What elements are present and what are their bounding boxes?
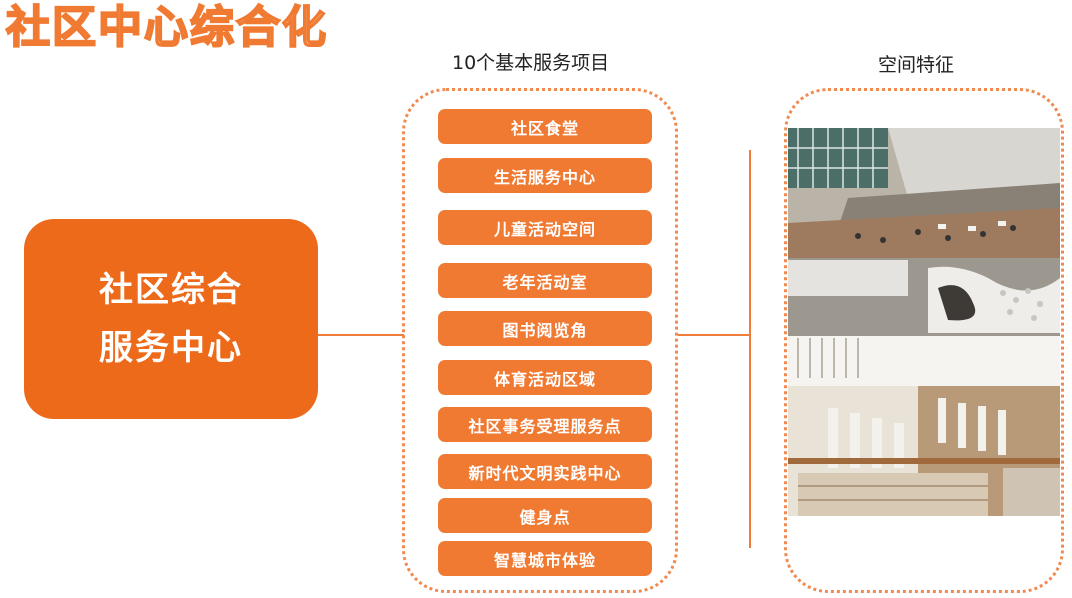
service-item: 新时代文明实践中心 <box>438 454 652 489</box>
service-item: 图书阅览角 <box>438 311 652 346</box>
service-item: 社区事务受理服务点 <box>438 407 652 442</box>
page-title: 社区中心综合化 <box>5 2 328 53</box>
space-heading: 空间特征 <box>878 54 955 76</box>
service-item: 生活服务中心 <box>438 158 652 193</box>
space-photo <box>788 128 1060 516</box>
center-node: 社区综合 服务中心 <box>24 219 318 419</box>
service-item: 老年活动室 <box>438 263 652 298</box>
space-container <box>784 88 1064 593</box>
connector-center-to-services <box>318 334 404 336</box>
service-item: 智慧城市体验 <box>438 541 652 576</box>
service-item: 体育活动区域 <box>438 360 652 395</box>
service-item: 社区食堂 <box>438 109 652 144</box>
services-heading: 10个基本服务项目 <box>452 52 610 74</box>
service-item: 健身点 <box>438 498 652 533</box>
divider-line <box>749 150 751 548</box>
service-item: 儿童活动空间 <box>438 210 652 245</box>
connector-services-to-space <box>678 334 750 336</box>
center-node-line1: 社区综合 <box>99 270 243 310</box>
space-photo-image <box>788 128 1060 516</box>
center-node-line2: 服务中心 <box>99 328 243 368</box>
services-container <box>402 88 678 593</box>
